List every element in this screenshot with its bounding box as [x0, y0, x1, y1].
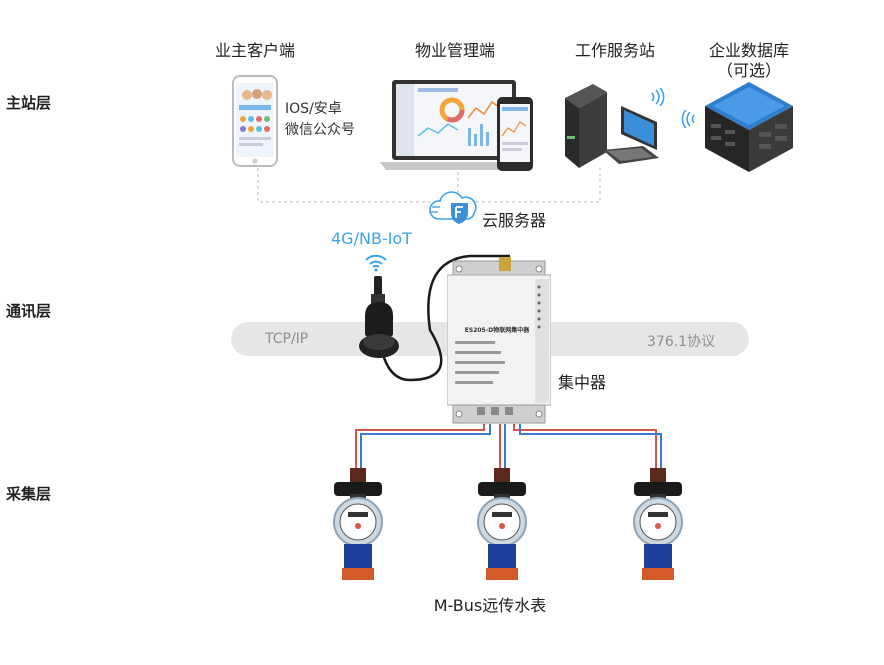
device-model-label: ES205-D物联网集中器	[464, 327, 530, 334]
concentrator-device	[446, 257, 552, 425]
water-meter-3	[628, 468, 688, 582]
laptop-dashboard-icon	[378, 78, 534, 172]
workstation-computer-icon	[563, 80, 663, 172]
protocol-left-label: TCP/IP	[265, 331, 309, 347]
smartphone-icon	[232, 75, 278, 167]
antenna-cable	[376, 254, 510, 382]
concentrator-label: 集中器	[558, 373, 607, 392]
owner-platform-text: IOS/安卓	[285, 101, 342, 117]
wireless-signal-icon	[363, 252, 389, 272]
database-subtitle: （可选）	[716, 61, 781, 80]
wifi-signal-left-icon	[680, 109, 696, 129]
water-meter-2	[472, 468, 532, 582]
wifi-signal-right-icon	[650, 87, 666, 107]
protocol-right-label: 376.1协议	[647, 334, 716, 350]
service-station-title: 工作服务站	[574, 41, 655, 60]
water-meter-label: M-Bus远传水表	[433, 596, 547, 615]
layer-label-collect: 采集层	[6, 485, 52, 503]
network-type-label: 4G/NB-IoT	[331, 229, 412, 248]
water-meter-1	[328, 468, 388, 582]
property-client-title: 物业管理端	[414, 41, 495, 60]
database-title: 企业数据库	[708, 41, 789, 60]
owner-client-title: 业主客户端	[214, 41, 295, 60]
antenna-icon	[357, 276, 401, 362]
cloud-server-label: 云服务器	[482, 211, 547, 230]
layer-label-master: 主站层	[6, 94, 52, 112]
layer-label-comm: 通讯层	[6, 302, 52, 320]
database-server-icon	[703, 80, 795, 174]
owner-wechat-text: 微信公众号	[285, 122, 355, 138]
cloud-server-icon	[428, 189, 480, 225]
